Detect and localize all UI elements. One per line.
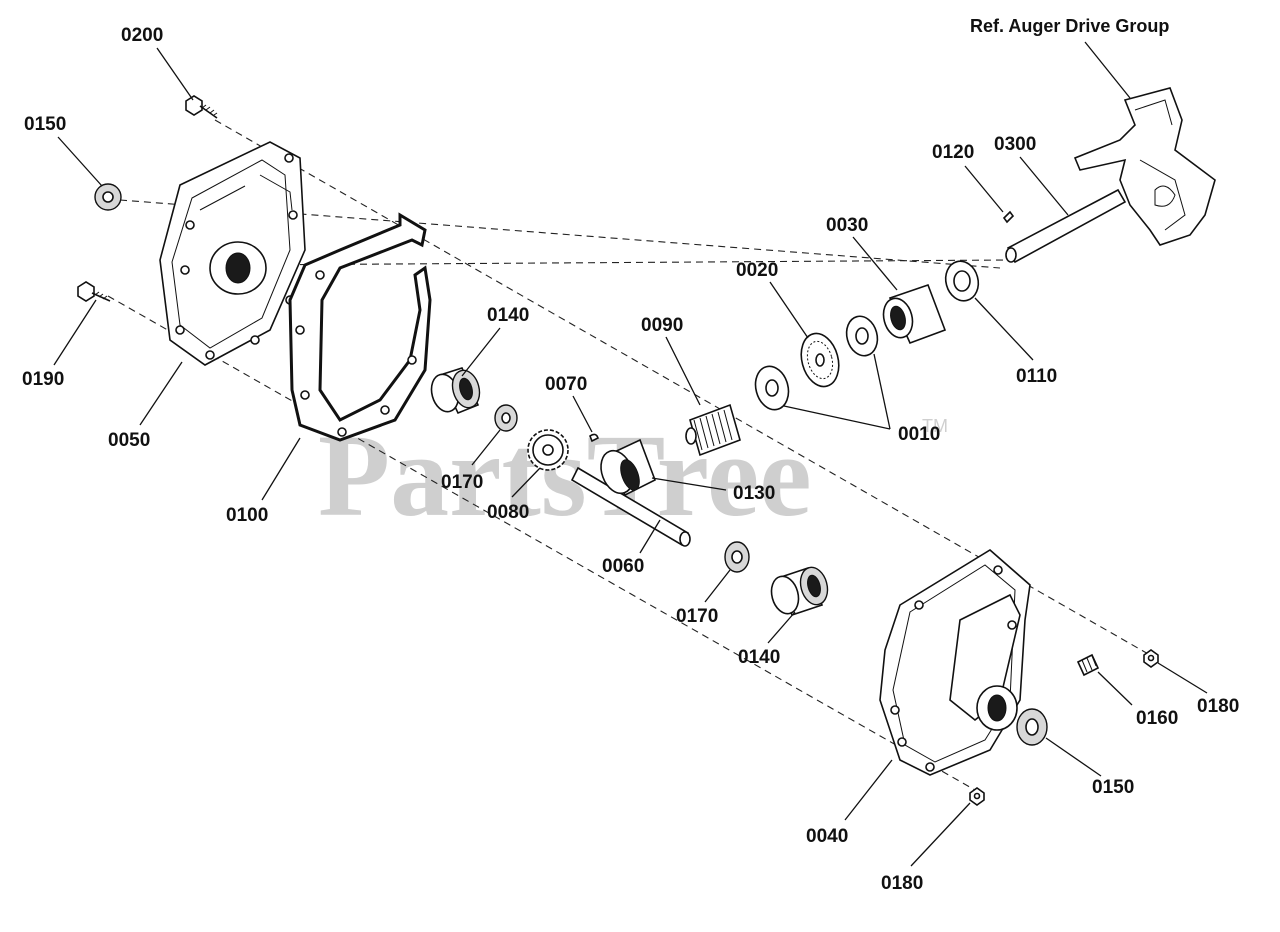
- callout-0040: 0040: [806, 826, 848, 847]
- callout-0090: 0090: [641, 315, 683, 336]
- callout-0180-upper: 0180: [1197, 696, 1239, 717]
- callout-0050: 0050: [108, 430, 150, 451]
- reference-label: Ref. Auger Drive Group: [970, 16, 1169, 36]
- washer-0110: [944, 260, 980, 302]
- nut-0180-upper: [1143, 649, 1159, 668]
- nut-0180-lower: [969, 787, 985, 806]
- key-0070: [589, 433, 599, 443]
- watermark-trademark: TM: [922, 416, 948, 436]
- callout-0020: 0020: [736, 260, 778, 281]
- housing-0050: [159, 141, 306, 366]
- callout-0170-upper: 0170: [441, 472, 483, 493]
- auger-drive-group: [1073, 87, 1216, 246]
- callout-0190: 0190: [22, 369, 64, 390]
- washer-0010-b: [845, 315, 879, 357]
- callout-labels: 0200 0150 0190 0050 0100 0140 0170 0080 …: [22, 25, 1239, 894]
- callout-0170-lower: 0170: [676, 606, 718, 627]
- callout-0120: 0120: [932, 142, 974, 163]
- callout-0130: 0130: [733, 483, 775, 504]
- callout-0180-lower: 0180: [881, 873, 923, 894]
- callout-0100: 0100: [226, 505, 268, 526]
- spacer-0150-left: [94, 183, 122, 211]
- shaft-0300: [1005, 188, 1127, 264]
- set-screw-0160: [1076, 653, 1100, 677]
- shaft-0060: [570, 466, 691, 547]
- callout-0080: 0080: [487, 502, 529, 523]
- callout-0150-right: 0150: [1092, 777, 1134, 798]
- callout-0150-left: 0150: [24, 114, 66, 135]
- callout-0110: 0110: [1016, 366, 1057, 387]
- leader-lines: [53, 41, 1208, 867]
- worm-0090: [685, 403, 741, 457]
- bearing-housing-0030: [882, 283, 947, 345]
- bearing-0140-upper: [430, 367, 481, 415]
- thrust-bearing-0020: [800, 332, 840, 388]
- bolt-0190: [77, 281, 111, 302]
- spacer-0150-right: [1016, 708, 1048, 746]
- callout-0140-upper: 0140: [487, 305, 529, 326]
- callout-0140-lower: 0140: [738, 647, 780, 668]
- callout-0070: 0070: [545, 374, 587, 395]
- bolt-0200: [185, 95, 218, 119]
- gear-0080: [527, 429, 569, 471]
- washer-0170-upper: [494, 404, 518, 432]
- sleeve-0130: [600, 438, 657, 497]
- housing-0040: [879, 549, 1031, 776]
- washer-0010-a: [754, 365, 790, 411]
- callout-0010: 0010: [898, 424, 940, 445]
- callout-0300: 0300: [994, 134, 1036, 155]
- callout-0030: 0030: [826, 215, 868, 236]
- bearing-0140-lower: [770, 566, 829, 617]
- callout-0160: 0160: [1136, 708, 1178, 729]
- gasket-0100: [288, 212, 432, 442]
- key-0120: [1002, 210, 1015, 224]
- washer-0170-lower: [724, 541, 750, 573]
- callout-0060: 0060: [602, 556, 644, 577]
- callout-0200: 0200: [121, 25, 163, 46]
